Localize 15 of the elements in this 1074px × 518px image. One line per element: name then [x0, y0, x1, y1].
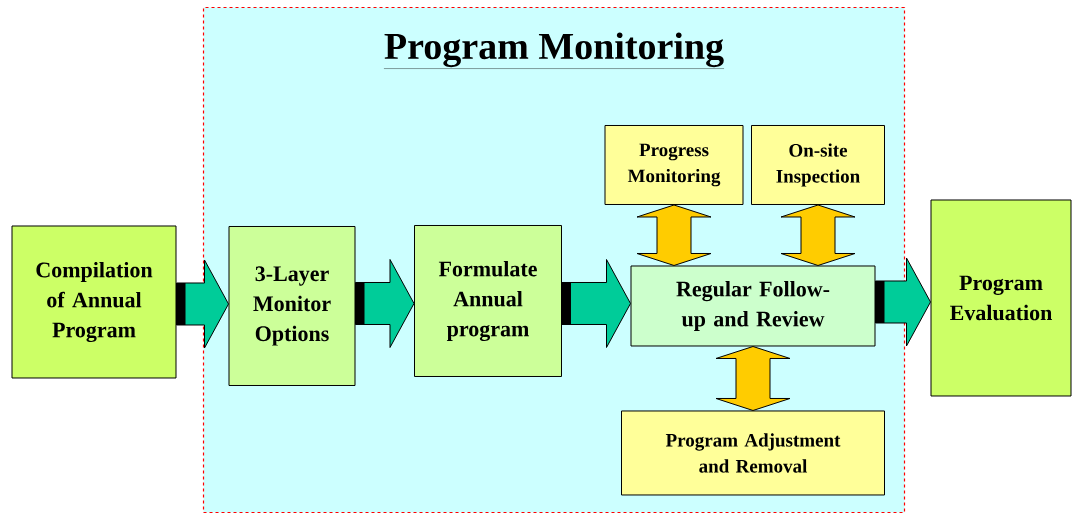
process-box: Program Adjustment and Removal — [621, 410, 885, 496]
process-box: Compilation of Annual Program — [11, 225, 177, 379]
block-arrow — [636, 204, 712, 266]
block-arrow — [355, 259, 415, 348]
process-box: Progress Monitoring — [604, 125, 744, 205]
block-arrow — [715, 346, 791, 411]
block-arrow — [875, 257, 931, 347]
process-box: Regular Follow-up and Review — [630, 265, 876, 347]
process-box: 3-Layer Monitor Options — [228, 226, 356, 386]
process-box: Program Evaluation — [930, 199, 1072, 397]
block-arrow — [780, 204, 856, 266]
process-box: On-site Inspection — [751, 125, 885, 205]
process-box: Formulate Annual program — [414, 225, 562, 377]
block-arrow — [561, 259, 631, 348]
block-arrow — [176, 259, 229, 349]
